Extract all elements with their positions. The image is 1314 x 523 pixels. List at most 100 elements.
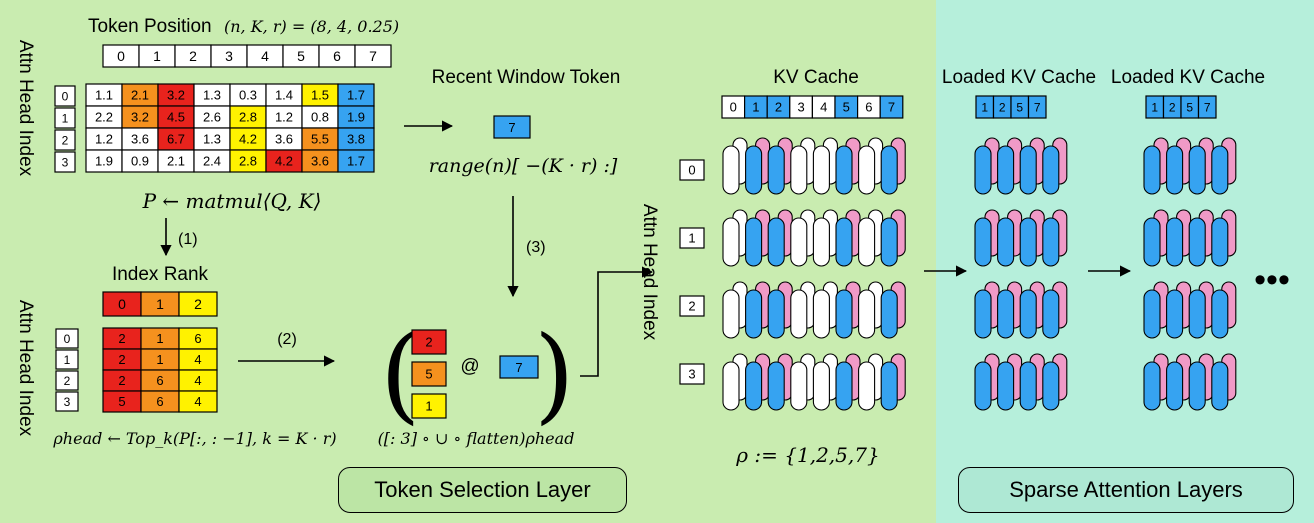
- index-rank-cell: 2: [118, 352, 125, 367]
- score-cell: 1.2: [275, 110, 293, 125]
- score-row-label: 3: [62, 155, 69, 169]
- attn-head-axis-label-bottom: Attn Head Index: [15, 300, 36, 437]
- kv-token: 7: [888, 100, 895, 115]
- score-cell: 1.3: [203, 132, 221, 147]
- value-pill: [790, 145, 808, 195]
- score-cell: 1.1: [95, 88, 113, 103]
- value-pill: [1143, 361, 1161, 411]
- value-pill: [790, 361, 808, 411]
- score-cell: 3.6: [311, 154, 329, 169]
- value-pill: [974, 217, 992, 267]
- loaded-head-block: [1143, 137, 1237, 195]
- selected-index-stack: 251: [411, 329, 447, 419]
- value-pill: [767, 361, 785, 411]
- index-rank-cell: 4: [194, 352, 201, 367]
- loaded-head-block: [1143, 353, 1237, 411]
- index-rank-cell-box: [178, 390, 218, 413]
- selected-index-box: [411, 393, 447, 419]
- value-pill: [812, 361, 830, 411]
- kv-head-label: 2: [688, 299, 695, 314]
- loaded-token: 1: [1151, 100, 1158, 114]
- kv-head-label: 0: [688, 163, 695, 178]
- value-pill: [722, 217, 740, 267]
- value-pill: [812, 217, 830, 267]
- score-cell: 2.8: [239, 154, 257, 169]
- kv-token-box: [879, 95, 904, 119]
- score-row-label-box: [54, 151, 76, 173]
- score-cell: 1.9: [347, 110, 365, 125]
- recent-window-label: Recent Window Token: [432, 67, 621, 88]
- score-row-label-box: [54, 107, 76, 129]
- value-pill: [1188, 217, 1206, 267]
- score-cell: 1.3: [203, 88, 221, 103]
- loaded-token: 5: [1186, 100, 1193, 114]
- index-rank-row-label-box: [55, 349, 79, 370]
- score-cell: 3.8: [347, 132, 365, 147]
- score-cell: 0.8: [311, 110, 329, 125]
- loaded-head-block: [1143, 209, 1237, 267]
- score-cell: 2.1: [167, 154, 185, 169]
- kv-token: 4: [820, 100, 827, 115]
- kv-head-block: [722, 281, 906, 339]
- arrow-to-kv-cache: [580, 266, 654, 377]
- recent-window-token-box: [493, 115, 531, 139]
- kv-head-block: [722, 209, 906, 267]
- value-pill: [1211, 361, 1229, 411]
- score-cell: 0.9: [131, 154, 149, 169]
- index-rank-cell: 2: [118, 373, 125, 388]
- kv-head-label-box: [679, 363, 705, 385]
- value-pill: [1166, 289, 1184, 339]
- index-rank-cell: 5: [118, 394, 125, 409]
- value-pill: [812, 289, 830, 339]
- score-cell: 4.5: [167, 110, 185, 125]
- value-pill: [974, 145, 992, 195]
- score-row-label-box: [54, 85, 76, 107]
- value-pill: [1211, 289, 1229, 339]
- loaded-head-block: [974, 137, 1068, 195]
- kv-token: 1: [752, 100, 759, 115]
- score-cell: 2.6: [203, 110, 221, 125]
- recent-window-token: 7: [508, 120, 515, 135]
- value-pill: [835, 361, 853, 411]
- step1-label: (1): [178, 231, 198, 248]
- score-cell: 3.2: [167, 88, 185, 103]
- index-rank-row-label-box: [55, 391, 79, 412]
- loaded-token: 2: [999, 100, 1006, 114]
- value-pill: [997, 145, 1015, 195]
- step2-label: (2): [277, 331, 297, 348]
- kv-cache-blocks: [722, 137, 906, 411]
- index-rank-cell: 6: [194, 331, 201, 346]
- value-pill: [1042, 217, 1060, 267]
- loaded-token: 7: [1204, 100, 1211, 114]
- index-rank-row-label-box: [55, 370, 79, 391]
- value-pill: [835, 217, 853, 267]
- score-cell: 1.4: [275, 88, 293, 103]
- sparse-attention-layers-label: Sparse Attention Layers: [958, 467, 1294, 513]
- selected-index: 2: [425, 335, 432, 350]
- token-position-label: Token Position: [88, 16, 212, 37]
- score-cell: 2.8: [239, 110, 257, 125]
- sparse-attention-layers-text: Sparse Attention Layers: [1009, 477, 1243, 502]
- token-position-col: 7: [369, 48, 377, 64]
- right-paren: ): [534, 313, 575, 435]
- token-position-formula: (n, K, r) = (8, 4, 0.25): [224, 17, 399, 36]
- kv-head-label-box: [679, 227, 705, 249]
- value-pill: [767, 217, 785, 267]
- loaded-head-block: [974, 353, 1068, 411]
- value-pill: [1211, 145, 1229, 195]
- score-cell: 1.2: [95, 132, 113, 147]
- value-pill: [858, 145, 876, 195]
- value-pill: [1042, 289, 1060, 339]
- score-cell: 1.9: [95, 154, 113, 169]
- value-pill: [1019, 217, 1037, 267]
- value-pill: [880, 217, 898, 267]
- value-pill: [1166, 145, 1184, 195]
- index-rank-row-label: 2: [64, 374, 71, 388]
- value-pill: [1166, 361, 1184, 411]
- value-pill: [1143, 217, 1161, 267]
